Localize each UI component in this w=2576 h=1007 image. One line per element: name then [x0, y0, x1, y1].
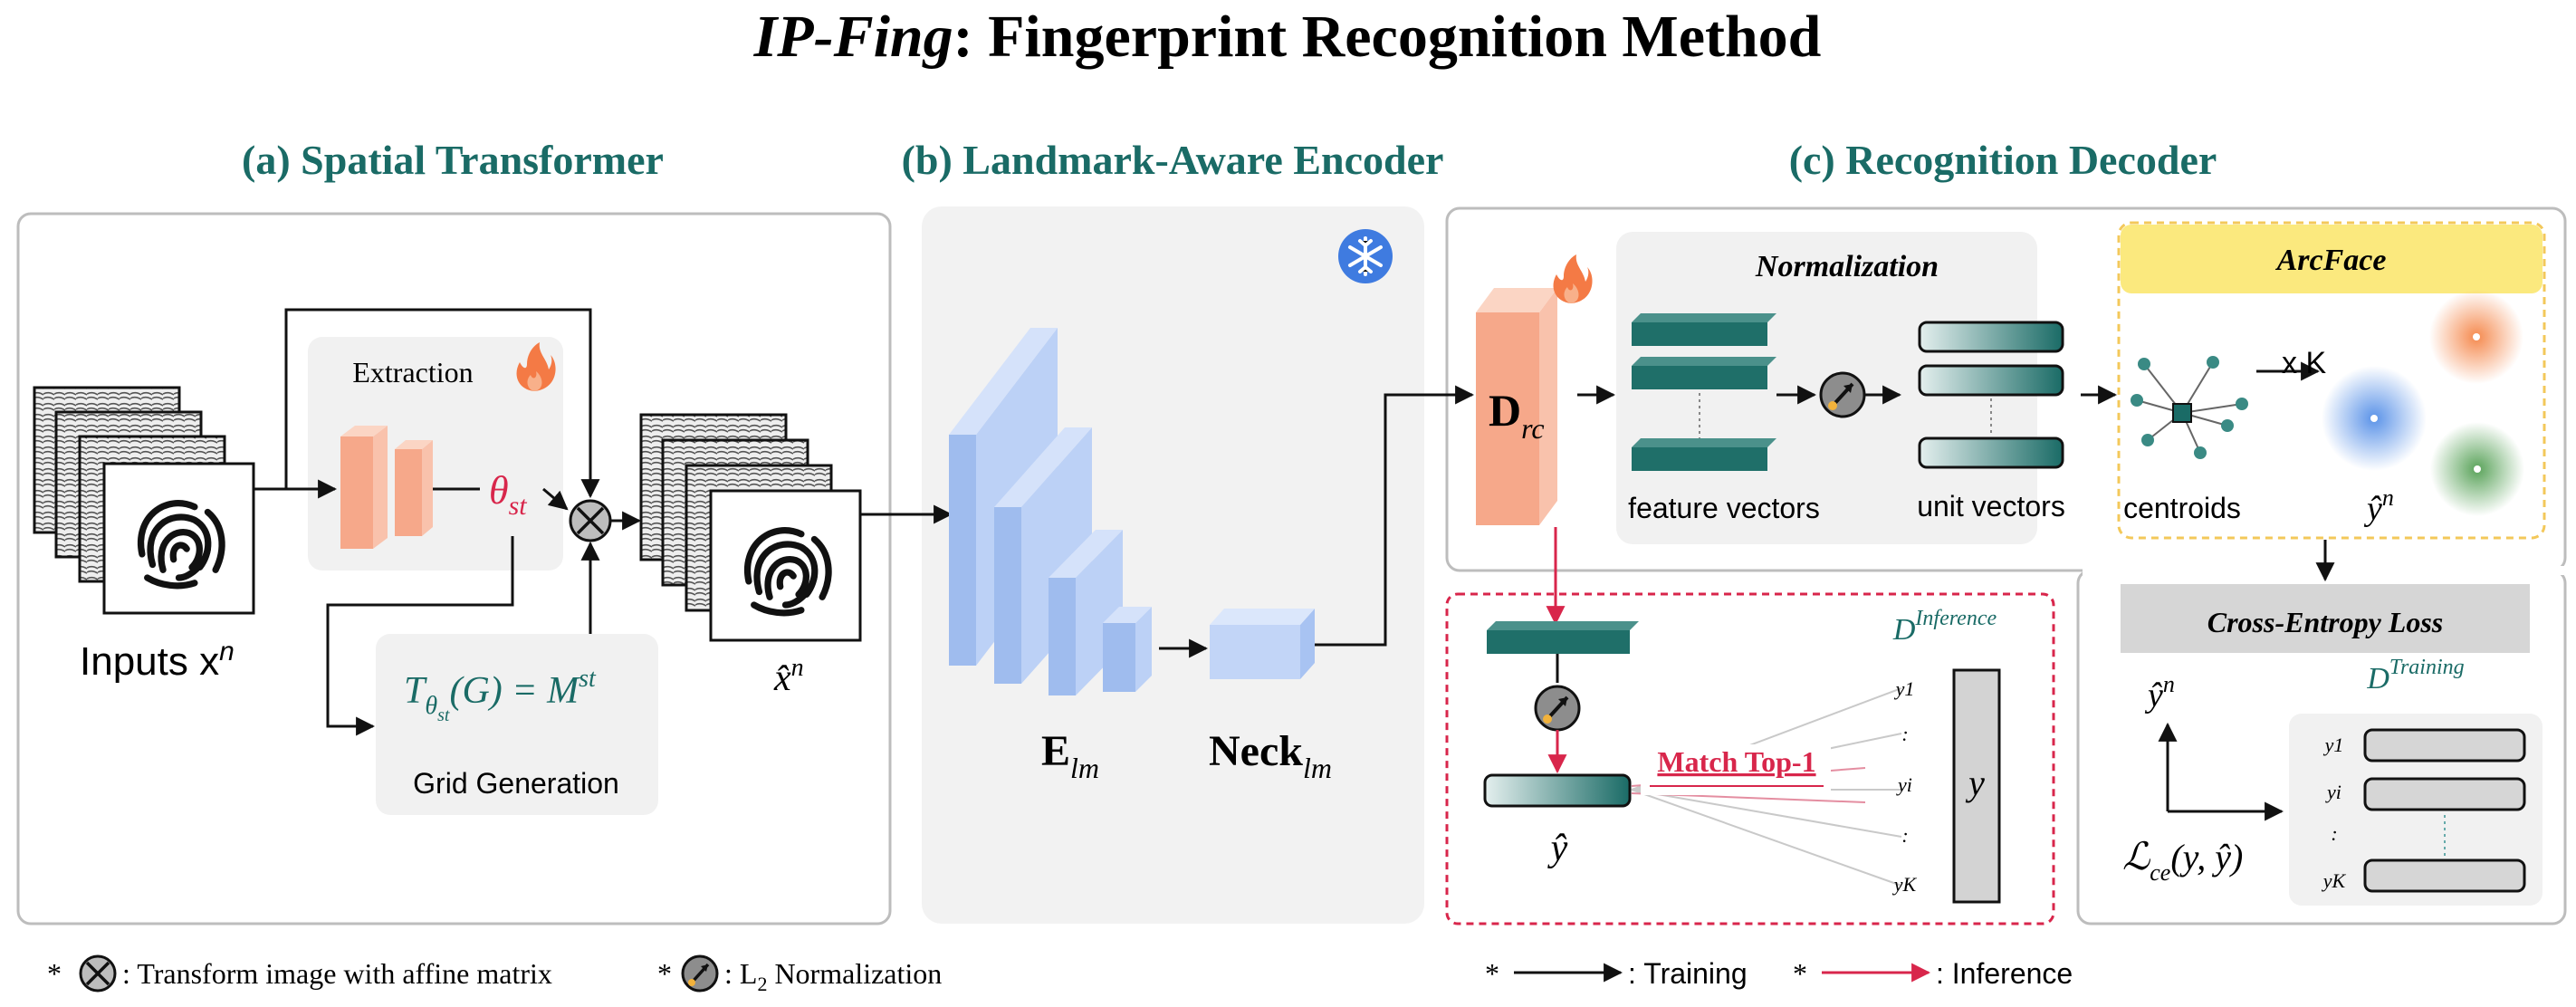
- unit-vectors-label: unit vectors: [1917, 490, 2065, 523]
- d-inference-label: DInference: [1892, 607, 1997, 647]
- class-clusters: [2322, 290, 2524, 516]
- feature-vectors-bars: [1632, 313, 1776, 471]
- training-row-k: yK: [2322, 869, 2347, 892]
- decoder-label: Drc: [1489, 385, 1545, 445]
- normalization-label: Normalization: [1755, 250, 1939, 283]
- arrow-neck-to-decoder: [1315, 385, 1475, 647]
- decoder-block: [1476, 288, 1557, 525]
- feature-vectors-label: feature vectors: [1628, 492, 1820, 524]
- grid-generation-label: Grid Generation: [413, 767, 619, 800]
- cross-entropy-header: [2121, 584, 2530, 653]
- grid-generation-box: [376, 634, 658, 815]
- legend-star-4: *: [1793, 957, 1807, 990]
- extraction-label: Extraction: [352, 356, 473, 388]
- inference-yhat-label: ŷ: [1547, 828, 1568, 869]
- legend-l2-text: : L2 Normalization: [724, 957, 942, 995]
- panel-a-arrows: [254, 308, 642, 736]
- transform-formula: Tθst(G) = Mst: [404, 665, 597, 725]
- inference-unit-vector: [1483, 773, 1632, 808]
- legend-star-1: *: [47, 957, 62, 990]
- yhat-n-label: ŷn: [2363, 484, 2394, 528]
- inference-y-box: [1952, 668, 2001, 904]
- match-top1-label: Match Top-1: [1657, 745, 1815, 778]
- section-b-heading: (b) Landmark-Aware Encoder: [902, 137, 1444, 183]
- affine-transform-icon: [569, 499, 612, 542]
- snowflake-icon: [1338, 229, 1393, 283]
- inference-row-colon-1: :: [1901, 723, 1908, 745]
- inputs-label: Inputs xn: [80, 637, 235, 684]
- inference-y-label: y: [1965, 762, 1985, 803]
- legend-transform-text: : Transform image with affine matrix: [122, 957, 552, 990]
- legend-training-text: : Training: [1628, 957, 1748, 990]
- section-c-heading: (c) Recognition Decoder: [1789, 137, 2217, 183]
- neck-label: Necklm: [1209, 727, 1332, 784]
- diagram-title: IP-Fing: Fingerprint Recognition Method: [753, 4, 1822, 70]
- extraction-layers: [340, 426, 433, 549]
- l2-normalization-icon: [1819, 371, 1866, 418]
- decoder-fire-icon: [1553, 254, 1593, 303]
- encoder-label: Elm: [1041, 727, 1099, 784]
- theta-st: θst: [489, 468, 527, 521]
- output-fingerprint-stack: [639, 413, 862, 642]
- fire-icon: [516, 342, 556, 391]
- inference-row-i: yi: [1896, 773, 1912, 796]
- x-hat-label: x̂n: [773, 654, 804, 699]
- section-a-heading: (a) Spatial Transformer: [242, 137, 664, 183]
- legend-inference-text: : Inference: [1936, 957, 2073, 990]
- legend-l2-icon: [681, 954, 719, 993]
- arcface-label: ArcFace: [2275, 244, 2387, 277]
- cross-entropy-label: Cross-Entropy Loss: [2207, 606, 2444, 638]
- training-row-colon: :: [2331, 822, 2337, 845]
- training-yhat-label: ŷn: [2144, 671, 2175, 714]
- legend-star-2: *: [657, 957, 672, 990]
- legend-transform-icon: [79, 954, 117, 993]
- inference-row-1: y1: [1894, 677, 1915, 700]
- training-row-i: yi: [2325, 781, 2341, 803]
- centroid-graph: [2131, 356, 2248, 459]
- input-fingerprint-stack: [33, 386, 255, 615]
- neck-block: [1210, 609, 1315, 679]
- inference-row-k: yK: [1892, 873, 1918, 896]
- arcface-header: [2121, 225, 2542, 293]
- times-k-label: x K: [2282, 346, 2326, 380]
- loss-formula: ℒce(y, ŷ): [2122, 837, 2243, 886]
- training-database-rows: [2363, 728, 2526, 893]
- legend-star-3: *: [1485, 957, 1499, 990]
- inference-feature-bar: [1487, 621, 1639, 654]
- inference-l2-icon: [1534, 685, 1581, 732]
- inference-row-colon-2: :: [1901, 824, 1908, 847]
- unit-vectors-bars: [1918, 321, 2064, 469]
- centroids-label: centroids: [2123, 492, 2241, 524]
- training-row-1: y1: [2323, 734, 2344, 756]
- d-training-label: DTraining: [2366, 656, 2464, 695]
- encoder-layers: [949, 328, 1152, 695]
